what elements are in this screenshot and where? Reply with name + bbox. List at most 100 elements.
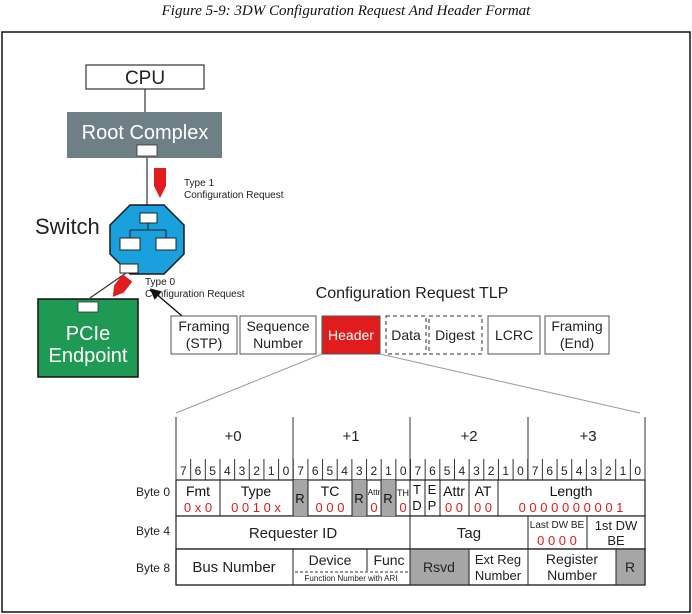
register-label-1: Register xyxy=(546,551,598,567)
tlp-framing-end xyxy=(544,315,610,355)
attr-small-value: 0 xyxy=(370,500,377,515)
root-complex-label: Root Complex xyxy=(82,122,209,144)
r1-label: R xyxy=(295,491,304,506)
byte8-reserved-cells xyxy=(410,549,645,585)
tlp-framing-stp-l1: Framing xyxy=(178,318,229,334)
bit-label: 3 xyxy=(356,464,363,478)
bit-label: 1 xyxy=(502,464,509,478)
tlp-framing-end-l1: Framing xyxy=(551,318,602,334)
tc-value: 0 0 0 xyxy=(316,500,345,515)
tlp-data xyxy=(385,315,427,355)
bit-label: 6 xyxy=(195,464,202,478)
tlp-data-label: Data xyxy=(391,327,421,343)
byte-offset-2: +2 xyxy=(460,428,477,445)
attr-label: Attr xyxy=(443,483,465,499)
zoom-line-left xyxy=(175,353,323,414)
switch-endpoint-link xyxy=(89,272,127,299)
device-label: Device xyxy=(309,552,352,568)
byte-offset-1: +1 xyxy=(342,428,359,445)
requester-id-label: Requester ID xyxy=(249,525,338,542)
bit-label: 3 xyxy=(239,464,246,478)
type1-arrow xyxy=(154,168,166,198)
th-label: TH xyxy=(397,488,409,498)
th-value: 0 xyxy=(399,500,406,515)
at-label: AT xyxy=(475,483,492,499)
row-label-byte4: Byte 4 xyxy=(136,524,170,538)
cpu-label: CPU xyxy=(125,68,165,89)
attr-small-label: Attr xyxy=(368,488,381,497)
last-dw-be-value: 0 0 0 0 xyxy=(537,533,577,548)
bit-label: 6 xyxy=(429,464,436,478)
bit-label: 4 xyxy=(576,464,583,478)
ext-reg-label-1: Ext Reg xyxy=(475,552,521,567)
type1-label-2: Configuration Request xyxy=(184,190,284,201)
tlp-framing-end-l2: (End) xyxy=(560,335,594,351)
bit-label: 3 xyxy=(590,464,597,478)
type-label: Type xyxy=(241,483,272,499)
endpoint-label-2: Endpoint xyxy=(49,345,128,367)
switch-node xyxy=(109,204,185,275)
bit-label: 6 xyxy=(312,464,319,478)
tlp-pointer-arrow xyxy=(149,288,183,317)
type0-label: Type 0 xyxy=(145,277,175,288)
bit-label: 5 xyxy=(209,464,216,478)
row-label-byte0: Byte 0 xyxy=(136,485,170,499)
tlp-digest xyxy=(428,315,483,355)
byte-offset-0: +0 xyxy=(224,428,241,445)
type1-label: Type 1 xyxy=(184,178,214,189)
figure-frame xyxy=(1,31,691,613)
first-dw-be-label-1: 1st DW xyxy=(595,518,638,533)
bit-label: 5 xyxy=(561,464,568,478)
length-value: 0 0 0 0 0 0 0 0 0 1 xyxy=(519,500,624,515)
fmt-label: Fmt xyxy=(186,483,210,499)
r3-label: R xyxy=(383,491,392,506)
bit-label: 5 xyxy=(444,464,451,478)
tlp-header-label: Header xyxy=(328,327,374,343)
tlp-sequence xyxy=(239,315,317,355)
at-value: 0 0 xyxy=(474,500,492,515)
bit-label: 2 xyxy=(605,464,612,478)
endpoint-port xyxy=(77,301,99,313)
tlp-framing-stp-l2: (STP) xyxy=(186,335,223,351)
bit-label: 0 xyxy=(400,464,407,478)
bit-label: 5 xyxy=(327,464,334,478)
endpoint-label-1: PCIe xyxy=(66,323,110,345)
bit-ticks xyxy=(175,459,646,480)
tlp-header xyxy=(321,315,381,355)
tlp-sequence-l2: Number xyxy=(253,335,303,351)
tlp-framing-stp xyxy=(170,315,238,355)
bit-label: 1 xyxy=(268,464,275,478)
attr-value: 0 0 xyxy=(445,500,463,515)
byte0-reserved-cells xyxy=(293,480,396,516)
bit-label: 7 xyxy=(297,464,304,478)
tc-label: TC xyxy=(321,483,340,499)
figure-caption: Figure 5-9: 3DW Configuration Request An… xyxy=(161,3,531,19)
bit-label: 2 xyxy=(253,464,260,478)
length-label: Length xyxy=(550,483,593,499)
fmt-value: 0 x 0 xyxy=(184,500,212,515)
bit-label: 0 xyxy=(283,464,290,478)
type-value: 0 0 1 0 x xyxy=(231,500,281,515)
tlp-title: Configuration Request TLP xyxy=(316,285,509,302)
tlp-lcrc xyxy=(487,315,541,355)
type0-label-2: Configuration Request xyxy=(145,289,245,300)
bit-label: 4 xyxy=(458,464,465,478)
ari-note: Function Number with ARI xyxy=(305,574,398,583)
bit-label: 7 xyxy=(180,464,187,478)
bus-number-label: Bus Number xyxy=(192,559,275,576)
cpu-box xyxy=(85,64,205,90)
byte-offset-3: +3 xyxy=(579,428,596,445)
bit-label: 0 xyxy=(517,464,524,478)
tlp-lcrc-label: LCRC xyxy=(495,327,533,343)
switch-internals xyxy=(119,212,177,274)
bit-label: 1 xyxy=(620,464,627,478)
func-label: Func xyxy=(373,552,404,568)
bit-label: 7 xyxy=(414,464,421,478)
zoom-line-right xyxy=(379,353,641,414)
td-label-2: D xyxy=(412,498,421,513)
register-label-2: Number xyxy=(547,567,597,583)
bit-label: 6 xyxy=(546,464,553,478)
